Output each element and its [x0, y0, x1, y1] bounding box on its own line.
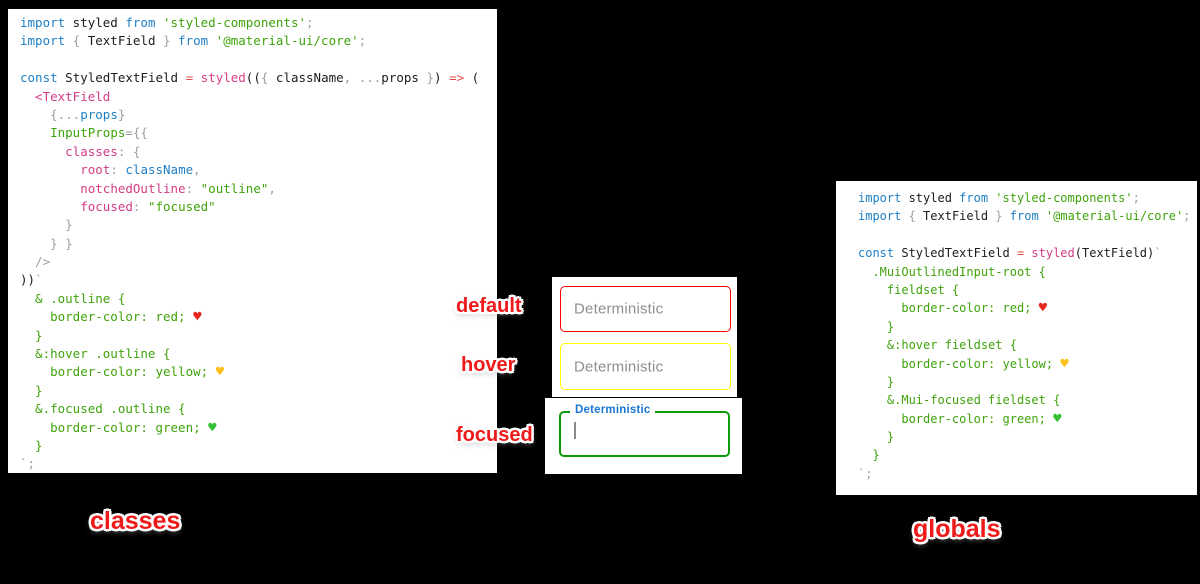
code-line: {...props} [20, 106, 126, 122]
code-line: border-color: red; ♥ [858, 300, 1048, 317]
green-heart-icon: ♥ [1053, 410, 1062, 427]
code-line: import styled from 'styled-components'; [20, 15, 314, 30]
code-line: ))` [20, 272, 43, 288]
red-heart-icon: ♥ [1038, 300, 1048, 317]
code-line: & .outline { [20, 290, 126, 306]
green-heart-icon: ♥ [208, 419, 217, 436]
textfield-demo-panel: Deterministic Deterministic [552, 277, 737, 397]
code-line: } [20, 217, 73, 233]
code-line: InputProps={{ [50, 125, 148, 141]
code-line: } } [20, 235, 73, 251]
textfield-hover-placeholder: Deterministic [574, 358, 664, 375]
code-block-classes: import styled from 'styled-components'; i… [8, 9, 497, 474]
textfield-hover[interactable]: Deterministic [560, 343, 731, 390]
textfield-focused[interactable]: Deterministic [559, 404, 730, 457]
code-line: .MuiOutlinedInput-root { [858, 264, 1046, 279]
text-cursor-icon [574, 422, 576, 439]
yellow-heart-icon: ♥ [1060, 355, 1069, 372]
code-line: border-color: yellow; ♥ [858, 355, 1069, 372]
red-heart-icon: ♥ [193, 309, 202, 326]
code-line: import { TextField } from '@material-ui/… [20, 33, 367, 49]
code-line: const StyledTextField = styled(({ classN… [20, 70, 480, 86]
code-line: `; [20, 456, 36, 472]
code-line: const StyledTextField = styled(TextField… [858, 246, 1162, 261]
code-panel-globals: import styled from 'styled-components'; i… [836, 181, 1197, 495]
code-block-globals: import styled from 'styled-components'; i… [836, 181, 1197, 483]
textfield-focused-panel: Deterministic [545, 398, 742, 474]
code-line: } [858, 430, 895, 445]
code-line: notchedOutline: "outline", [80, 180, 276, 196]
code-line [20, 51, 497, 69]
textfield-default[interactable]: Deterministic [560, 286, 731, 332]
code-line: &:hover fieldset { [858, 338, 1017, 353]
code-line: fieldset { [858, 282, 960, 297]
code-line: border-color: red; ♥ [20, 309, 202, 326]
annotation-classes: classes [90, 507, 181, 535]
code-line: import styled from 'styled-components'; [858, 191, 1140, 205]
code-line: } [20, 382, 43, 398]
annotation-hover: hover [461, 354, 516, 376]
code-line: &.focused .outline { [20, 401, 186, 417]
code-line: } [858, 319, 895, 334]
code-line: <TextField [20, 88, 111, 104]
code-line: import { TextField } from '@material-ui/… [858, 209, 1191, 224]
code-line: focused: "focused" [80, 198, 216, 214]
annotation-default: default [456, 295, 522, 317]
code-line: root: className, [80, 162, 201, 178]
code-line: classes: { [65, 143, 141, 159]
code-line: `; [858, 466, 873, 481]
code-line: } [20, 327, 43, 343]
annotation-globals: globals [913, 515, 1001, 543]
code-line: /> [20, 254, 51, 270]
yellow-heart-icon: ♥ [215, 364, 225, 381]
code-line: border-color: green; ♥ [858, 410, 1062, 427]
code-line [858, 226, 1197, 244]
code-line: border-color: yellow; ♥ [20, 364, 225, 381]
code-line: } [858, 374, 895, 389]
code-line: border-color: green; ♥ [20, 419, 217, 436]
code-line: } [20, 437, 43, 453]
textfield-focused-label: Deterministic [570, 404, 656, 416]
textfield-default-placeholder: Deterministic [574, 300, 664, 318]
code-line: } [858, 448, 880, 463]
code-panel-classes: import styled from 'styled-components'; i… [8, 9, 497, 473]
code-line: &:hover .outline { [20, 346, 171, 362]
code-line: &.Mui-focused fieldset { [858, 393, 1061, 408]
annotation-focused: focused [456, 424, 533, 446]
